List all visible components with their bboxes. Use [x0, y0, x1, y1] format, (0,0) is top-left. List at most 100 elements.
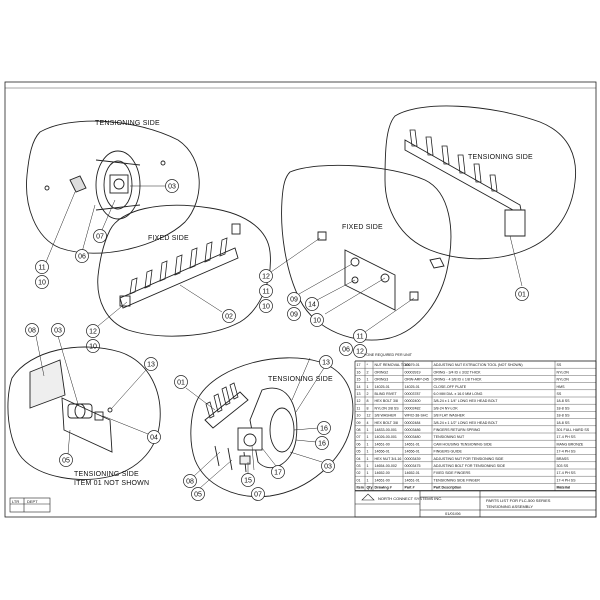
table-cell: 1 — [367, 428, 369, 432]
balloon-group-top-left: 03 11 10 06 07 — [35, 179, 179, 289]
table-cell: 2 — [367, 370, 369, 374]
parts-table-note: * ONE REQUIRED PER UNIT — [364, 353, 413, 357]
svg-text:16: 16 — [318, 441, 326, 448]
balloon-item-07: 07 — [251, 487, 265, 501]
table-cell: 03 — [357, 464, 361, 468]
table-cell: 06 — [357, 442, 361, 446]
table-cell: MANG BRONZE — [557, 442, 584, 446]
balloon-item-09: 09 — [287, 292, 301, 306]
table-cell: FINGERS GUIDE — [434, 450, 463, 454]
table-cell: 3/8 FLAT WASHER — [434, 414, 465, 418]
balloon-item-01: 01 — [515, 287, 529, 301]
table-cell: ORING3 — [375, 378, 389, 382]
leader-lines-middle — [270, 237, 415, 333]
table-cell: SS — [557, 363, 562, 367]
table-cell: 18-8 SS — [557, 406, 571, 410]
balloon-item-03: 03 — [51, 323, 65, 337]
view-bottom-center-tensioning — [190, 357, 354, 498]
table-cell: NUT REMOVAL TOOL — [375, 363, 411, 367]
table-cell: 00003486 — [405, 428, 421, 432]
table-cell: 00003439 — [405, 457, 421, 461]
revision-block — [9, 497, 51, 513]
svg-text:09: 09 — [290, 312, 298, 319]
table-cell: 2 — [367, 392, 369, 396]
table-cell: HEX BOLT 3/8 — [375, 421, 398, 425]
table-cell: 18-8 SS — [557, 421, 571, 425]
table-cell: 1 — [367, 457, 369, 461]
table-cell: 15 — [357, 378, 361, 382]
table-cell: 17-4 PH SS — [557, 471, 577, 475]
table-cell: 14025-01 — [405, 385, 420, 389]
drawing-title-line1: PARTS LIST FOR FLC-500 SERIES — [486, 498, 551, 503]
table-cell: 17 — [357, 363, 361, 367]
table-cell: 12 — [367, 414, 371, 418]
table-cell: 14656-01 — [405, 450, 420, 454]
table-cell: 14 — [357, 385, 361, 389]
svg-text:07: 07 — [254, 492, 262, 499]
svg-text:06: 06 — [342, 347, 350, 354]
balloon-item-17: 17 — [271, 465, 285, 479]
table-cell: ADJUSTING NUT EXTRACTION TOOL (NOT SHOWN… — [434, 363, 523, 367]
svg-text:03: 03 — [54, 328, 62, 335]
svg-text:12: 12 — [356, 349, 364, 356]
leader-lines-top-left — [45, 185, 166, 263]
revision-col-dept: DEPT — [27, 499, 38, 504]
svg-text:02: 02 — [225, 314, 233, 321]
svg-text:15: 15 — [244, 478, 252, 485]
balloon-group-bottom-center: 06 13 01 08 05 16 16 17 15 07 03 — [174, 342, 353, 501]
svg-text:01: 01 — [177, 380, 185, 387]
table-cell: 10 — [357, 414, 361, 418]
table-cell: 16079-01 — [405, 363, 420, 367]
table-cell: 4 — [367, 421, 369, 425]
drawing-date: 01/01/06 — [445, 511, 461, 516]
table-cell: 3/8 WASHER — [375, 414, 397, 418]
balloon-item-06: 06 — [75, 249, 89, 263]
view-middle-fixed-plate — [281, 164, 452, 341]
table-cell: 14651-00 — [375, 442, 390, 446]
balloon-item-16: 16 — [315, 436, 329, 450]
balloon-item-11: 11 — [259, 284, 273, 298]
leader-lines-fixed — [97, 284, 223, 327]
table-cell: 17-4 PH SS — [557, 435, 577, 439]
table-cell: TENSIONING SIDE FINGER — [434, 478, 481, 482]
table-cell: 07 — [357, 435, 361, 439]
table-cell: 00002482 — [405, 406, 421, 410]
table-cell: 18-8 SS — [557, 414, 571, 418]
balloon-item-14: 14 — [305, 297, 319, 311]
table-cell: WF02-38-SHC — [405, 414, 429, 418]
table-cell: 11 — [357, 406, 361, 410]
balloon-item-10: 10 — [35, 275, 49, 289]
svg-text:08: 08 — [186, 479, 194, 486]
balloon-item-12: 12 — [86, 324, 100, 338]
table-cell: 14656-01 — [375, 450, 390, 454]
balloon-item-02: 02 — [222, 309, 236, 323]
table-cell: 05 — [357, 450, 361, 454]
balloon-item-11: 11 — [353, 329, 367, 343]
table-cell: TENSIONING NUT — [434, 435, 466, 439]
table-cell: 8 — [367, 399, 369, 403]
balloon-item-12: 12 — [259, 269, 273, 283]
table-cell: 14026-00-001 — [375, 435, 397, 439]
table-cell: 14833-00-001 — [375, 428, 397, 432]
balloon-group-middle: 12 11 10 09 14 09 10 11 12 — [259, 269, 367, 358]
table-cell: 1 — [367, 385, 369, 389]
drawing-title-line2: TENSIONING ASSEMBLY — [486, 504, 533, 509]
table-cell: 17-4 PH SS — [557, 450, 577, 454]
balloon-item-01: 01 — [174, 375, 188, 389]
leader-lines-top-right — [509, 235, 523, 287]
table-cell: 1 — [367, 464, 369, 468]
balloon-item-07: 07 — [93, 229, 107, 243]
table-cell: HEX NUT 3/4-16 — [375, 457, 402, 461]
balloon-item-08: 08 — [183, 474, 197, 488]
svg-text:05: 05 — [62, 458, 70, 465]
table-cell: 00003919 — [405, 370, 421, 374]
svg-text:13: 13 — [322, 360, 330, 367]
balloon-group-top-right: 01 — [515, 287, 529, 301]
table-cell: HMS — [557, 385, 566, 389]
balloon-item-06: 06 — [339, 342, 353, 356]
table-cell: 00003475 — [405, 464, 421, 468]
table-cell: 00003480 — [405, 435, 421, 439]
view-fixed-side — [97, 204, 271, 337]
svg-text:13: 13 — [147, 362, 155, 369]
svg-text:16: 16 — [320, 426, 328, 433]
